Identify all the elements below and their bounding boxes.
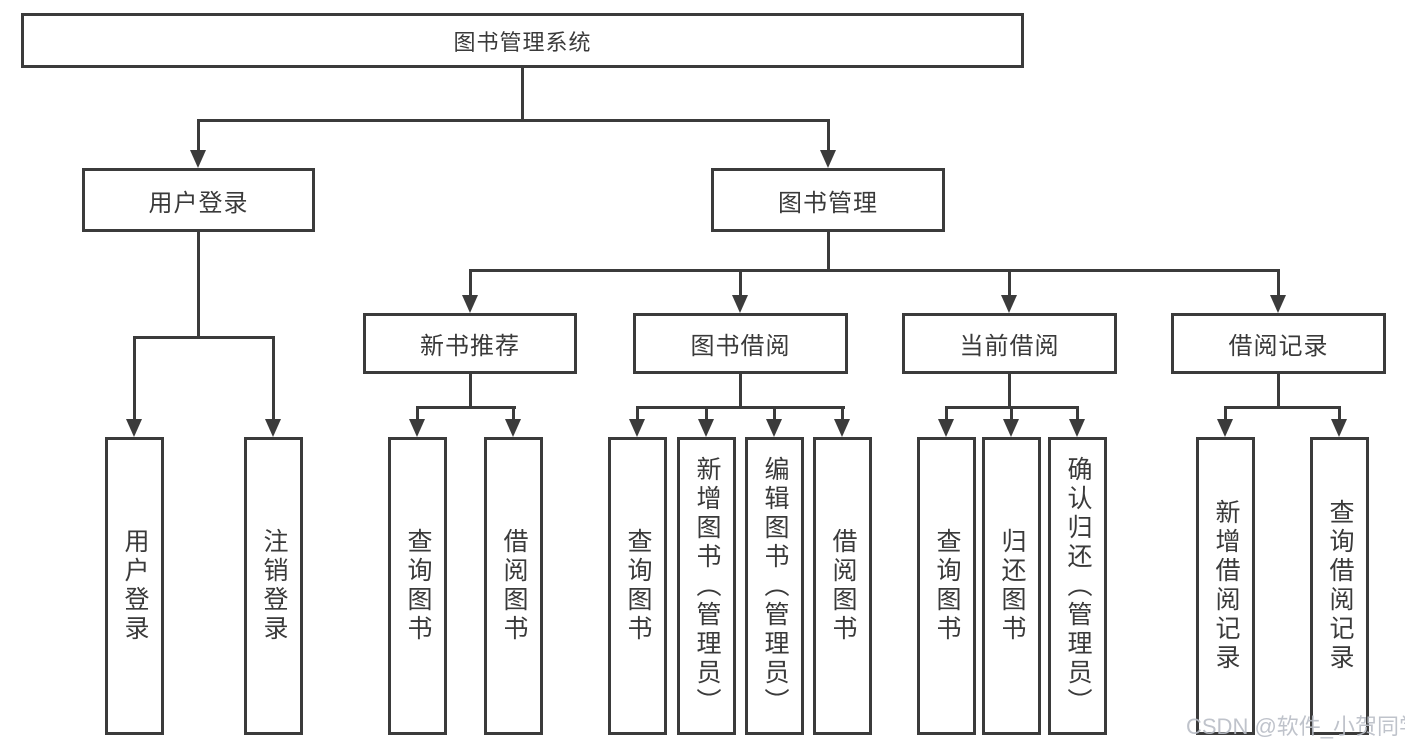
node-current-borrow-label: 当前借阅 — [959, 333, 1060, 360]
connector-drop — [1224, 406, 1227, 422]
connector-drop — [945, 406, 948, 422]
connector-drop-leaf-user-login — [133, 336, 136, 421]
node-root: 图书管理系统 — [21, 13, 1024, 68]
arrow-down-icon — [190, 150, 206, 168]
node-current-borrow: 当前借阅 — [902, 313, 1117, 374]
node-book-management-label: 图书管理 — [778, 189, 878, 217]
csdn-watermark: CSDN @软件_小贺同学 — [1186, 714, 1405, 739]
connector-user-login-stem — [197, 232, 200, 338]
arrow-down-icon — [1001, 295, 1017, 313]
leaf-edit-book-admin: 编辑图书（管理员） — [745, 437, 804, 735]
connector-drop — [636, 406, 639, 422]
connector-borrow-records-spread — [1224, 406, 1341, 409]
leaf-borrow-books-1: 借阅图书 — [484, 437, 543, 735]
node-book-management: 图书管理 — [711, 168, 945, 232]
connector-drop — [416, 406, 419, 422]
leaf-add-book-admin: 新增图书（管理员） — [677, 437, 736, 735]
connector-drop-borrow-records — [1277, 269, 1280, 297]
connector-root-spread — [197, 119, 830, 122]
leaf-borrow-books-1-label: 借阅图书 — [500, 528, 528, 644]
leaf-user-login-label: 用户登录 — [121, 528, 149, 644]
connector-drop — [512, 406, 515, 422]
connector-drop — [1010, 406, 1013, 422]
connector-current-borrow-stem — [1008, 374, 1011, 408]
connector-drop-user-login — [197, 119, 200, 152]
node-borrow-records-label: 借阅记录 — [1228, 333, 1329, 360]
connector-drop — [841, 406, 844, 422]
leaf-query-books-1-label: 查询图书 — [404, 528, 432, 644]
node-user-login-label: 用户登录 — [148, 189, 249, 217]
arrow-down-icon — [820, 150, 836, 168]
node-new-book-recommend: 新书推荐 — [363, 313, 577, 374]
arrow-down-icon — [409, 419, 425, 437]
leaf-add-borrow-record-label: 新增借阅记录 — [1212, 499, 1240, 673]
leaf-add-book-admin-label: 新增图书（管理员） — [693, 455, 721, 717]
connector-new-book-spread — [416, 406, 516, 409]
arrow-down-icon — [1069, 419, 1085, 437]
leaf-query-books-2-label: 查询图书 — [624, 528, 652, 644]
arrow-down-icon — [629, 419, 645, 437]
connector-new-book-stem — [469, 374, 472, 408]
connector-user-login-spread — [133, 336, 275, 339]
leaf-confirm-return-admin-label: 确认归还（管理员） — [1064, 455, 1092, 717]
node-user-login: 用户登录 — [82, 168, 315, 232]
arrow-down-icon — [462, 295, 478, 313]
arrow-down-icon — [126, 419, 142, 437]
leaf-borrow-books-2-label: 借阅图书 — [829, 528, 857, 644]
leaf-borrow-books-2: 借阅图书 — [813, 437, 872, 735]
connector-book-borrow-stem — [739, 374, 742, 408]
arrow-down-icon — [1331, 419, 1347, 437]
connector-drop-book-borrow — [739, 269, 742, 297]
connector-drop-current-borrow — [1008, 269, 1011, 297]
connector-drop — [705, 406, 708, 422]
node-root-label: 图书管理系统 — [453, 29, 592, 55]
leaf-logout: 注销登录 — [244, 437, 303, 735]
connector-drop — [773, 406, 776, 422]
leaf-query-books-2: 查询图书 — [608, 437, 667, 735]
arrow-down-icon — [698, 419, 714, 437]
connector-root-stem — [521, 68, 524, 121]
connector-drop-leaf-logout — [272, 336, 275, 421]
leaf-query-books-3: 查询图书 — [917, 437, 976, 735]
leaf-query-borrow-record: 查询借阅记录 — [1310, 437, 1369, 735]
arrow-down-icon — [732, 295, 748, 313]
leaf-user-login: 用户登录 — [105, 437, 164, 735]
node-borrow-records: 借阅记录 — [1171, 313, 1386, 374]
arrow-down-icon — [505, 419, 521, 437]
connector-book-mgmt-stem — [827, 232, 830, 272]
arrow-down-icon — [1003, 419, 1019, 437]
leaf-query-books-3-label: 查询图书 — [933, 528, 961, 644]
leaf-return-books-label: 归还图书 — [998, 528, 1026, 644]
connector-book-mgmt-spread — [469, 269, 1280, 272]
arrow-down-icon — [938, 419, 954, 437]
arrow-down-icon — [265, 419, 281, 437]
arrow-down-icon — [834, 419, 850, 437]
arrow-down-icon — [1217, 419, 1233, 437]
node-new-book-recommend-label: 新书推荐 — [420, 333, 520, 360]
connector-book-borrow-spread — [636, 406, 845, 409]
node-book-borrow-label: 图书借阅 — [690, 333, 791, 360]
leaf-logout-label: 注销登录 — [260, 528, 288, 644]
connector-drop-new-book — [469, 269, 472, 297]
node-book-borrow: 图书借阅 — [633, 313, 848, 374]
leaf-query-borrow-record-label: 查询借阅记录 — [1326, 499, 1354, 673]
connector-drop — [1338, 406, 1341, 422]
arrow-down-icon — [1270, 295, 1286, 313]
connector-borrow-records-stem — [1277, 374, 1280, 408]
leaf-confirm-return-admin: 确认归还（管理员） — [1048, 437, 1107, 735]
connector-drop-book-mgmt — [827, 119, 830, 152]
leaf-return-books: 归还图书 — [982, 437, 1041, 735]
leaf-query-books-1: 查询图书 — [388, 437, 447, 735]
leaf-add-borrow-record: 新增借阅记录 — [1196, 437, 1255, 735]
leaf-edit-book-admin-label: 编辑图书（管理员） — [761, 455, 789, 717]
arrow-down-icon — [766, 419, 782, 437]
connector-drop — [1076, 406, 1079, 422]
